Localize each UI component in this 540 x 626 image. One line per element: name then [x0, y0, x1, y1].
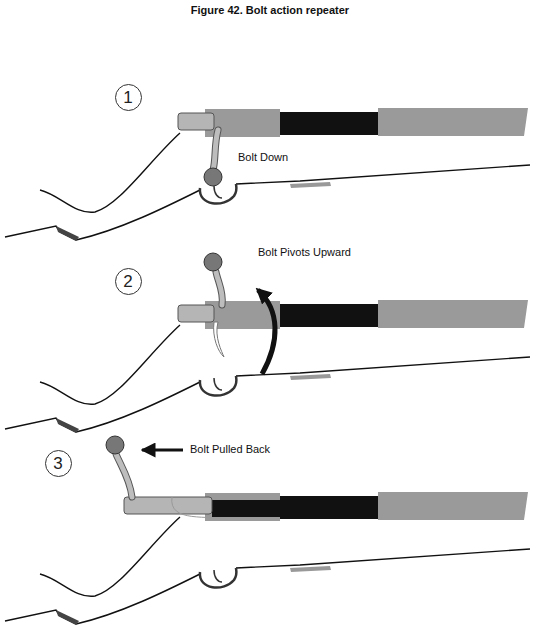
part-label: Bolt Pivots Upward	[258, 246, 351, 259]
callout-number: 3	[53, 455, 62, 472]
callout-circle: 1	[115, 84, 142, 111]
callout-number: 1	[123, 89, 132, 106]
callout-circle: 2	[115, 268, 142, 295]
figure-title: Figure 42. Bolt action repeater	[0, 4, 540, 16]
callout-number: 2	[123, 273, 132, 290]
callout-circle: 3	[45, 450, 72, 477]
part-label: Bolt Down	[238, 151, 288, 164]
part-label: Bolt Pulled Back	[190, 443, 270, 456]
